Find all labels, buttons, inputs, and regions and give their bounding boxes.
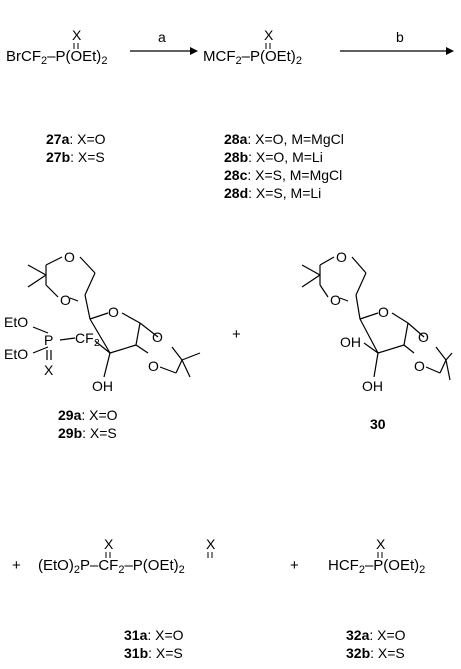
arrow-label-a: a [158,29,166,45]
arrow-a-line [130,47,198,55]
atom-o: O [330,292,341,308]
labels-32: 32a: X=O 32b: X=S [346,626,406,662]
atom-o: O [418,329,429,345]
label-27b: 27b: X=S [46,149,105,165]
byproducts-row: X X X + (EtO)2P–CF2–P(OEt)2 + HCF2–P(OEt… [0,536,461,586]
atom-x: X [44,362,54,378]
x-atom: X [104,536,114,552]
atom-oh: OH [340,334,361,350]
x-atom: X [206,536,216,552]
plus-sign: + [12,557,21,574]
x-atom: X [376,536,386,552]
label-31b: 31b: X=S [124,645,183,661]
compound-29-structure: O O O O O EtO EtO P CF 2 X OH [4,249,201,394]
atom-o: O [108,304,119,320]
labels-31: 31a: X=O 31b: X=S [124,626,184,662]
product-28: X MCF2–P(OEt)2 [203,27,333,67]
compound-32-formula: HCF2–P(OEt)2 [328,557,426,576]
product-28-formula: MCF2–P(OEt)2 [203,48,302,67]
label-31a: 31a: X=O [124,627,184,643]
label-29a: 29a: X=O [58,407,118,423]
compound-31-formula: (EtO)2P–CF2–P(OEt)2 [38,557,185,576]
atom-eto: EtO [4,346,28,362]
atom-o: O [378,304,389,320]
label-28a: 28a: X=O, M=MgCl [224,131,344,147]
atom-eto: EtO [4,314,28,330]
reaction-arrow-b: b [338,28,456,58]
plus-sign: + [290,557,299,574]
atom-o: O [60,292,71,308]
atom-cf2: CF [75,330,94,346]
x-atom: X [264,27,274,43]
label-32b: 32b: X=S [346,645,405,661]
atom-oh: OH [92,378,113,394]
x-atom: X [72,27,82,43]
atom-o: O [336,249,347,265]
reactant-27: X BrCF2–P(OEt)2 [6,27,126,67]
label-28d: 28d: X=S, M=Li [224,185,322,201]
atom-o: O [148,358,159,374]
atom-o: O [414,358,425,374]
label-27a: 27a: X=O [46,131,106,147]
reactant-27-formula: BrCF2–P(OEt)2 [6,48,108,67]
label-30: 30 [370,416,386,432]
labels-27: 27a: X=O 27b: X=S [46,130,106,166]
labels-29: 29a: X=O 29b: X=S [58,406,118,442]
arrow-b-line [340,47,454,55]
plus-sign: + [232,326,241,343]
product-28-structure: X [264,27,274,49]
reactant-27-structure: X [72,27,82,49]
atom-o: O [64,249,75,265]
atom-cf2-sub: 2 [94,338,100,349]
labels-28: 28a: X=O, M=MgCl 28b: X=O, M=Li 28c: X=S… [224,130,344,202]
reaction-arrow-a: a [128,28,198,58]
label-29b: 29b: X=S [58,425,117,441]
label-28c: 28c: X=S, M=MgCl [224,167,343,183]
arrow-label-b: b [396,29,404,45]
atom-p: P [44,332,53,348]
atom-oh: OH [362,378,383,394]
label-32a: 32a: X=O [346,627,406,643]
label-28b: 28b: X=O, M=Li [224,149,323,165]
byproducts-x-atoms: X X X [104,536,386,558]
compound-30-structure: O O O O O OH OH [301,249,453,394]
atom-o: O [152,329,163,345]
